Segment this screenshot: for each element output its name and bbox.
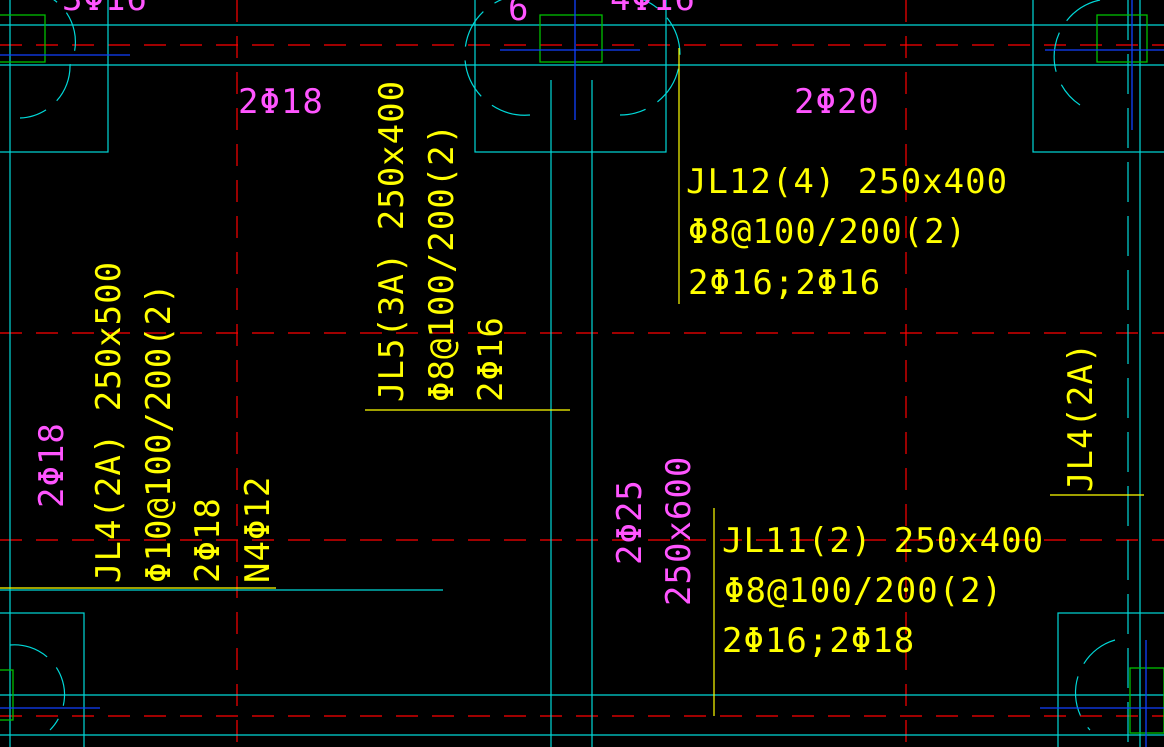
jl5-bars: 2Φ16 xyxy=(471,316,511,402)
jl12-stirrup: Φ8@100/200(2) xyxy=(688,212,967,252)
jl4-left-stirrup: Φ10@100/200(2) xyxy=(139,282,179,583)
jl11-name: JL11(2) 250x400 xyxy=(722,521,1044,561)
jl4-left-bars: 2Φ18 xyxy=(188,497,228,583)
jl4-right-name: JL4(2A) xyxy=(1061,342,1101,492)
leader-lines xyxy=(0,48,1144,716)
jl11-bars: 2Φ16;2Φ18 xyxy=(722,621,915,661)
rebar-label-top-right: 2Φ20 xyxy=(794,82,880,122)
jl12-bars: 2Φ16;2Φ16 xyxy=(688,263,881,303)
jl5-stirrup: Φ8@100/200(2) xyxy=(422,123,462,402)
partial-rebar-label-center: 4Φ16 xyxy=(610,0,696,19)
jl4-left-side-bars: N4Φ12 xyxy=(238,476,278,583)
jl11-rebar: 2Φ25 xyxy=(610,479,650,565)
jl4-left-rebar: 2Φ18 xyxy=(32,422,72,508)
rebar-label-top-left: 2Φ18 xyxy=(238,82,324,122)
partial-rebar-label-left: 3Φ16 xyxy=(62,0,148,19)
beam-annotation-jl4-left: 2Φ18 JL4(2A) 250x500 Φ10@100/200(2) 2Φ18… xyxy=(32,261,278,583)
beam-annotation-jl5: JL5(3A) 250x400 Φ8@100/200(2) 2Φ16 xyxy=(372,80,511,402)
beam-annotation-jl11: 2Φ25 250x600 JL11(2) 250x400 Φ8@100/200(… xyxy=(610,456,1044,661)
columns xyxy=(0,14,1164,734)
jl11-stirrup: Φ8@100/200(2) xyxy=(724,571,1003,611)
jl11-section: 250x600 xyxy=(659,456,699,606)
beam-annotation-jl12: JL12(4) 250x400 Φ8@100/200(2) 2Φ16;2Φ16 xyxy=(686,162,1008,303)
jl12-name: JL12(4) 250x400 xyxy=(686,162,1008,202)
jl4-left-name: JL4(2A) 250x500 xyxy=(89,261,129,583)
jl5-name: JL5(3A) 250x400 xyxy=(372,80,412,402)
partial-rebar-label-center-2: 6 xyxy=(508,0,529,29)
